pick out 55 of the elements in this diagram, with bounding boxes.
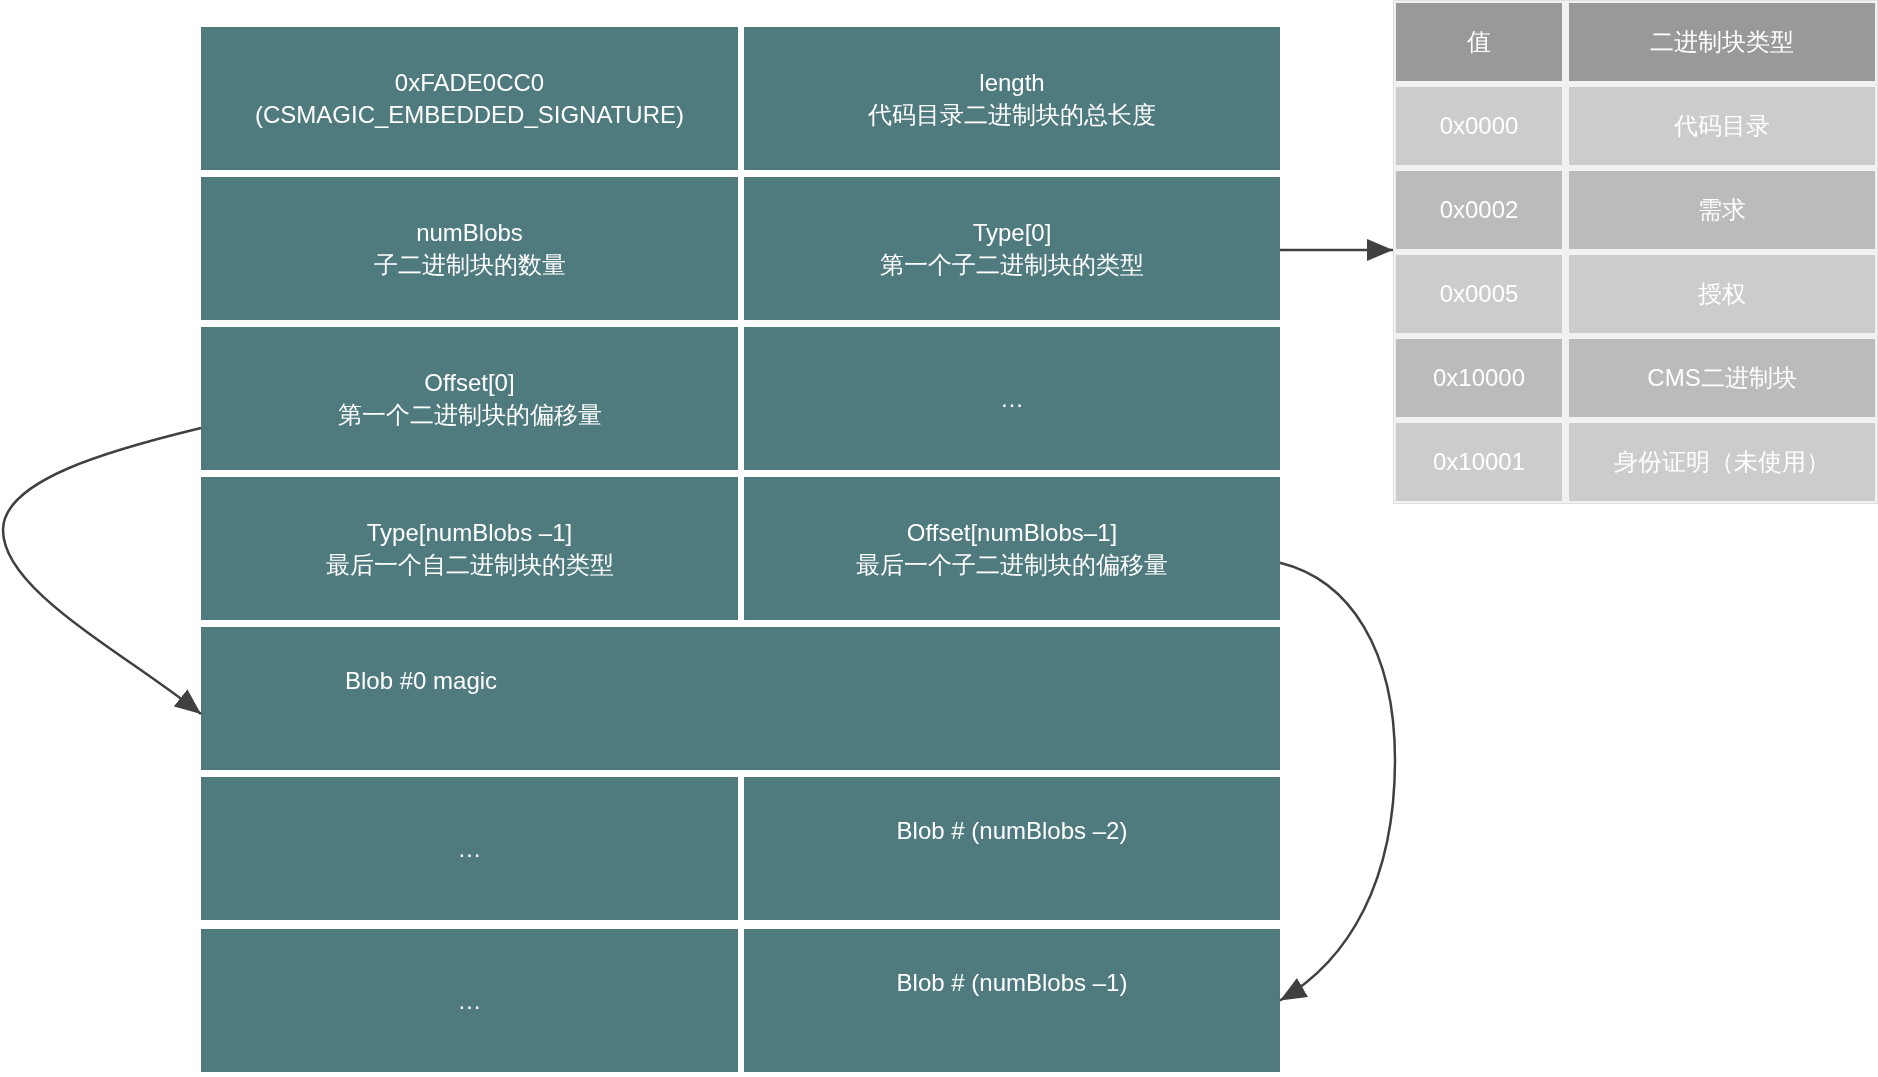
field-description: 子二进制块的数量 bbox=[373, 249, 566, 280]
field-box bbox=[201, 777, 738, 920]
field-name: Offset[numBlobs–1] bbox=[906, 517, 1118, 548]
field-box bbox=[201, 27, 738, 170]
field-box bbox=[201, 477, 738, 620]
field-name: numBlobs bbox=[416, 217, 523, 248]
field-box bbox=[201, 177, 738, 320]
ellipsis: … bbox=[457, 985, 482, 1016]
field-description: 代码目录二进制块的总长度 bbox=[868, 99, 1156, 130]
blob-label: Blob #0 magic bbox=[345, 666, 498, 696]
blob-label: Blob # (numBlobs –1) bbox=[896, 968, 1128, 998]
field-box bbox=[744, 27, 1280, 170]
type-name: CMS二进制块 bbox=[1647, 363, 1797, 393]
field-box bbox=[201, 327, 738, 470]
lookup-table bbox=[1393, 0, 1878, 504]
ellipsis: … bbox=[1000, 383, 1024, 414]
table-cell bbox=[1396, 255, 1562, 333]
table-cell bbox=[1396, 87, 1562, 165]
table-cell bbox=[1569, 171, 1875, 249]
arrow bbox=[1280, 239, 1393, 261]
table-cell bbox=[1396, 171, 1562, 249]
table-cell bbox=[1569, 87, 1875, 165]
field-name: length bbox=[979, 67, 1045, 98]
table-cell bbox=[1396, 339, 1562, 417]
table-cell bbox=[1569, 423, 1875, 501]
type-value: 0x0002 bbox=[1439, 195, 1519, 225]
field-box bbox=[744, 177, 1280, 320]
table-cell bbox=[1569, 339, 1875, 417]
field-name: Offset[0] bbox=[424, 367, 515, 398]
field-description: 第一个子二进制块的类型 bbox=[880, 249, 1144, 280]
field-box bbox=[744, 477, 1280, 620]
table-cell bbox=[1569, 255, 1875, 333]
curved-arrow bbox=[1279, 561, 1397, 1002]
blob-label: Blob # (numBlobs –2) bbox=[896, 816, 1128, 846]
field-name: Type[numBlobs –1] bbox=[366, 517, 573, 548]
blob-box bbox=[744, 929, 1280, 1072]
column-header: 值 bbox=[1467, 27, 1491, 57]
type-value: 0x10000 bbox=[1432, 363, 1526, 393]
field-box bbox=[201, 929, 738, 1072]
blob-box bbox=[744, 777, 1280, 920]
field-name: 0xFADE0CC0 bbox=[394, 67, 545, 98]
column-header: 二进制块类型 bbox=[1650, 27, 1794, 57]
field-name: Type[0] bbox=[972, 217, 1052, 248]
curved-arrow bbox=[1, 426, 202, 715]
ellipsis: … bbox=[457, 833, 482, 864]
field-description: (CSMAGIC_EMBEDDED_SIGNATURE) bbox=[255, 99, 684, 130]
field-description: 第一个二进制块的偏移量 bbox=[337, 399, 602, 430]
table-header-cell bbox=[1396, 3, 1562, 81]
field-box bbox=[744, 327, 1280, 470]
table-header-cell bbox=[1569, 3, 1875, 81]
field-description: 最后一个自二进制块的类型 bbox=[325, 549, 614, 580]
field-description: 最后一个子二进制块的偏移量 bbox=[856, 549, 1168, 580]
type-name: 需求 bbox=[1698, 195, 1746, 225]
blob-box bbox=[201, 627, 1280, 770]
table-cell bbox=[1396, 423, 1562, 501]
